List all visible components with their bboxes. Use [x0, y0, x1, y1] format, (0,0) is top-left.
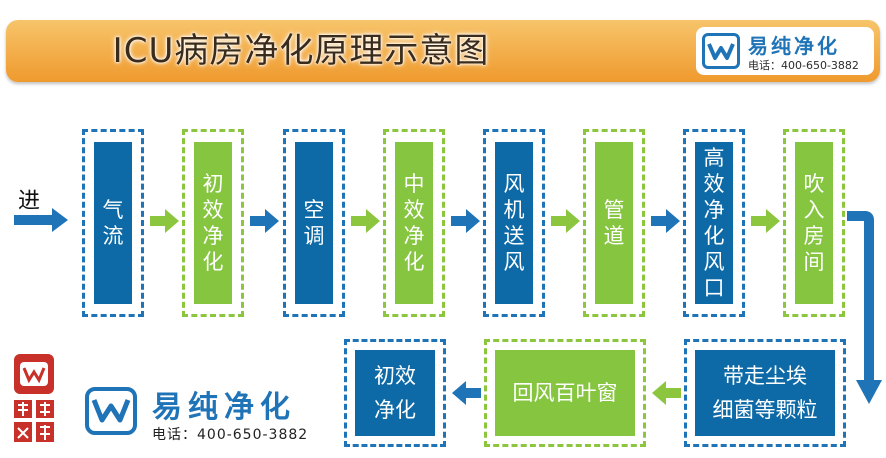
flow-box-remove-particles: 带走尘埃 细菌等颗粒 [695, 350, 835, 436]
page-title: ICU病房净化原理示意图 [112, 31, 490, 71]
flow-label: 高效净化风口 [703, 146, 725, 300]
arrow-right-icon [351, 209, 380, 233]
flow-label-line1: 带走尘埃 [723, 364, 807, 388]
flow-label: 气流 [102, 198, 124, 248]
flow-frame-8 [783, 129, 845, 317]
flow-box-hepa: 高效净化风口 [695, 142, 733, 304]
footer-logo: 易纯净化 电话：400-650-3882 [84, 382, 324, 444]
flow-label: 初效净化 [202, 172, 224, 274]
arrow-left-icon [452, 381, 481, 405]
flow-box-primary-filter-return: 初效 净化 [355, 350, 435, 436]
flow-label: 管道 [603, 198, 625, 248]
footer-brand-name: 易纯净化 [152, 390, 296, 425]
flow-box-duct: 管道 [595, 142, 633, 304]
entry-arrow-icon [14, 208, 68, 232]
brand-name: 易纯净化 [748, 34, 840, 58]
flow-frame-b3 [344, 339, 446, 447]
flow-box-room: 吹入房间 [795, 142, 833, 304]
arrow-right-icon [751, 209, 780, 233]
entry-label: 进 [18, 189, 41, 214]
flow-frame-6 [583, 129, 645, 317]
w-mark-icon [707, 43, 735, 60]
brand-phone: 电话：400-650-3882 [748, 59, 859, 72]
flow-label-line1: 初效 [374, 364, 416, 388]
flow-label: 回风百叶窗 [512, 381, 618, 405]
flow-label: 空调 [303, 198, 325, 248]
flow-frame-3 [283, 129, 345, 317]
flow-frame-5 [483, 129, 545, 317]
flow-box-primary-filter: 初效净化 [194, 142, 232, 304]
flow-box-return-louver: 回风百叶窗 [495, 350, 635, 436]
arrow-right-icon [651, 209, 680, 233]
flow-label: 中效净化 [403, 172, 425, 274]
brand-logo-icon [702, 33, 740, 69]
flow-frame-1 [82, 129, 144, 317]
turn-down-arrow-icon [847, 211, 882, 404]
flow-box-fan: 风机送风 [495, 142, 533, 304]
flow-box-airflow: 气流 [94, 142, 132, 304]
arrow-left-icon [652, 381, 681, 405]
flow-label: 吹入房间 [803, 172, 825, 274]
brand-logo: 易纯净化 电话：400-650-3882 [696, 27, 874, 75]
w-mark-icon [85, 387, 137, 435]
footer-phone: 电话：400-650-3882 [152, 427, 309, 443]
flow-label: 风机送风 [503, 172, 525, 274]
title-banner: ICU病房净化原理示意图 易纯净化 电话：400-650-3882 [6, 20, 880, 82]
seal-stamp-icon [14, 354, 54, 442]
flow-box-ac: 空调 [295, 142, 333, 304]
flow-label-line2: 净化 [374, 398, 416, 422]
flow-box-medium-filter: 中效净化 [395, 142, 433, 304]
flow-frame-4 [383, 129, 445, 317]
flow-frame-7 [683, 129, 745, 317]
flow-frame-2 [182, 129, 244, 317]
arrow-right-icon [451, 209, 480, 233]
flow-label-line2: 细菌等颗粒 [712, 398, 818, 422]
flow-frame-b1 [684, 339, 846, 447]
arrow-right-icon [150, 209, 179, 233]
flow-frame-b2 [484, 339, 646, 447]
arrow-right-icon [250, 209, 279, 233]
arrow-right-icon [551, 209, 580, 233]
